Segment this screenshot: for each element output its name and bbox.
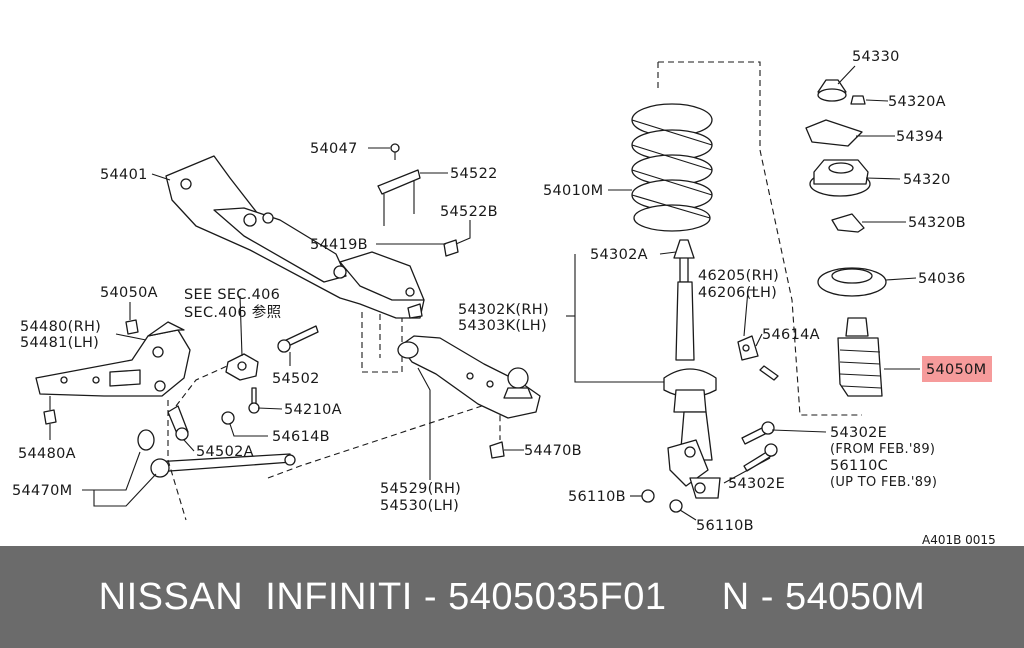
label-54302e-a: 54302E bbox=[830, 425, 887, 441]
nut-54522b bbox=[443, 239, 459, 257]
compression-rod-54470m bbox=[137, 429, 296, 478]
label-54330: 54330 bbox=[852, 49, 900, 65]
rod-dashed-guide bbox=[167, 400, 187, 521]
label-54302k: 54302K(RH) bbox=[458, 302, 549, 318]
label-54530-lh: 54530(LH) bbox=[380, 498, 459, 514]
bolt-54502 bbox=[277, 325, 319, 353]
label-46205: 46205(RH) bbox=[698, 268, 779, 284]
label-54320a: 54320A bbox=[888, 94, 946, 110]
spring-seat-54036 bbox=[817, 267, 887, 297]
stabilizer-clamp bbox=[225, 353, 259, 381]
label-54320b: 54320B bbox=[908, 215, 966, 231]
strut-bolts bbox=[641, 421, 778, 513]
bracket-54614a bbox=[737, 335, 779, 381]
label-54010m: 54010M bbox=[543, 183, 603, 199]
bracket-54522 bbox=[377, 169, 421, 226]
label-54394: 54394 bbox=[896, 129, 944, 145]
parts-diagram-svg: 54330 54320A 54394 54320 54320B 54036 54… bbox=[12, 49, 996, 546]
mount-plate-54394 bbox=[805, 119, 863, 147]
label-56110b-b: 56110B bbox=[696, 518, 754, 534]
label-54502: 54502 bbox=[272, 371, 320, 387]
crossmember-54401 bbox=[165, 155, 425, 319]
nut-54470b bbox=[489, 441, 505, 459]
control-arm-54529 bbox=[397, 335, 541, 419]
label-46206: 46206(LH) bbox=[698, 285, 777, 301]
label-54529-rh: 54529(RH) bbox=[380, 481, 461, 497]
label-54320: 54320 bbox=[903, 172, 951, 188]
bolt-54480a bbox=[43, 409, 57, 425]
label-54050a: 54050A bbox=[100, 285, 158, 301]
bump-cap-54302a bbox=[673, 239, 695, 259]
reference-code: A401B 0015 bbox=[922, 533, 996, 546]
bracket-54480 bbox=[35, 321, 191, 397]
label-54401: 54401 bbox=[100, 167, 148, 183]
washer-54320b bbox=[831, 213, 865, 233]
label-54303k: 54303K(LH) bbox=[458, 318, 547, 334]
label-54419b: 54419B bbox=[310, 237, 368, 253]
label-54302a: 54302A bbox=[590, 247, 648, 263]
label-56110b-a: 56110B bbox=[568, 489, 626, 505]
label-54480-rh: 54480(RH) bbox=[20, 319, 101, 335]
bolt-54047 bbox=[390, 143, 400, 160]
part-number-banner: NISSAN INFINITI - 5405035F01 N - 54050M bbox=[0, 546, 1024, 648]
label-54470b: 54470B bbox=[524, 443, 582, 459]
nut-54320a bbox=[850, 95, 866, 105]
leader-lines bbox=[49, 65, 920, 521]
highlight-54050m bbox=[922, 356, 992, 382]
label-up-to-feb-89: (UP TO FEB.'89) bbox=[830, 475, 937, 490]
banner-text: NISSAN INFINITI - 5405035F01 N - 54050M bbox=[98, 575, 926, 618]
label-54522b: 54522B bbox=[440, 204, 498, 220]
label-54614a: 54614A bbox=[762, 327, 820, 343]
bolt-54210a bbox=[248, 387, 260, 414]
lower-dashed-guide bbox=[267, 399, 501, 479]
nut-54419b bbox=[407, 303, 423, 319]
bushing-54050a bbox=[125, 319, 139, 335]
parts-diagram: 54330 54320A 54394 54320 54320B 54036 54… bbox=[12, 49, 996, 546]
bolt-54502a bbox=[167, 405, 189, 441]
bound-bumper-54050m bbox=[837, 317, 883, 397]
label-sec-406-ref: SEC.406 参照 bbox=[184, 304, 281, 321]
label-54481-lh: 54481(LH) bbox=[20, 335, 99, 351]
label-54036: 54036 bbox=[918, 271, 966, 287]
label-54050m: 54050M bbox=[926, 362, 986, 378]
label-see-sec-406: SEE SEC.406 bbox=[184, 287, 280, 303]
coil-spring-54010m bbox=[631, 103, 713, 232]
label-54480a: 54480A bbox=[18, 446, 76, 462]
label-54470m: 54470M bbox=[12, 483, 72, 499]
label-54522: 54522 bbox=[450, 166, 498, 182]
label-54047: 54047 bbox=[310, 141, 358, 157]
strut-54302k bbox=[663, 248, 721, 499]
center-dashed-guide bbox=[361, 312, 403, 373]
label-54614b: 54614B bbox=[272, 429, 330, 445]
strut-group-outline bbox=[658, 61, 862, 416]
label-from-feb-89: (FROM FEB.'89) bbox=[830, 442, 935, 457]
strut-mount-54320 bbox=[809, 159, 871, 197]
bracket-dashed-guide bbox=[175, 361, 237, 407]
nut-54614b bbox=[221, 411, 235, 425]
mount-cap-54330 bbox=[817, 79, 847, 102]
label-54302e-b: 54302E bbox=[728, 476, 785, 492]
label-56110c: 56110C bbox=[830, 458, 888, 474]
label-54210a: 54210A bbox=[284, 402, 342, 418]
label-54502a: 54502A bbox=[196, 444, 254, 460]
